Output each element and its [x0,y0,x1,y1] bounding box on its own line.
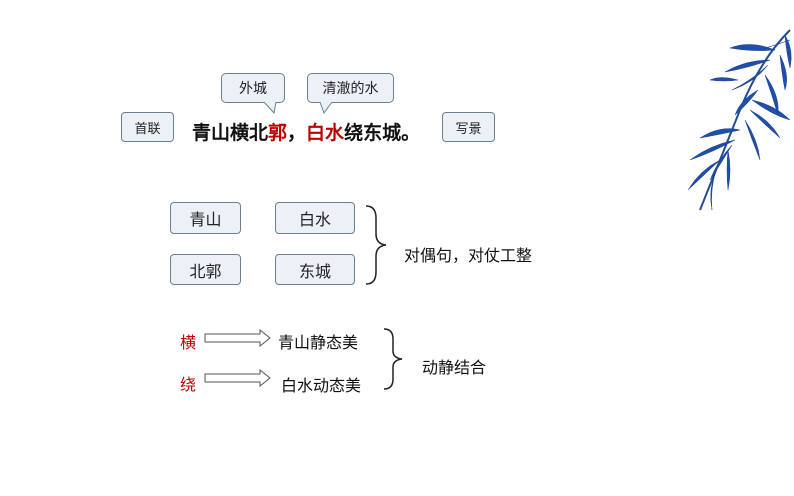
box-white-water: 白水 [275,202,355,234]
verbs-conclusion: 动静结合 [422,358,487,377]
desc-dynamic-beauty: 白水动态美 [281,376,362,395]
bamboo-decoration [687,29,792,211]
callout-outer-city-tail [263,101,277,115]
brace-grid [365,205,387,285]
tag-scenery: 写景 [442,112,495,142]
grid-conclusion: 对偶句，对仗工整 [404,246,533,265]
tag-first-couplet-text: 首联 [134,121,161,137]
verse-part5: 绕东城。 [344,122,421,144]
verse-line: 青山横北郭，白水绕东城。 [192,118,420,145]
box-green-mountain: 青山 [170,202,241,234]
arrow-2 [204,369,271,387]
box-green-mountain-text: 青山 [189,210,222,229]
verb-rao: 绕 [180,375,197,394]
verb-heng: 横 [180,333,197,352]
callout-clear-water-tail [319,101,333,115]
box-white-water-text: 白水 [298,210,331,229]
tag-first-couplet: 首联 [121,112,174,142]
verse-part4-highlight: 白水 [306,122,345,144]
verse-part1: 青山横北 [192,122,269,144]
callout-clear-water-text: 清澈的水 [322,81,379,97]
verse-part3: ， [287,122,307,144]
box-north-wall: 北郭 [170,254,241,285]
callout-outer-city-text: 外城 [239,81,267,97]
callout-outer-city: 外城 [221,73,285,103]
box-east-city-text: 东城 [298,261,331,281]
box-east-city: 东城 [275,254,355,285]
tag-scenery-text: 写景 [455,121,482,137]
box-north-wall-text: 北郭 [189,261,222,281]
arrow-1 [204,329,271,347]
verse-part2-highlight: 郭 [268,122,288,144]
callout-clear-water: 清澈的水 [307,73,394,103]
desc-static-beauty: 青山静态美 [278,333,359,352]
brace-verbs [383,328,403,390]
